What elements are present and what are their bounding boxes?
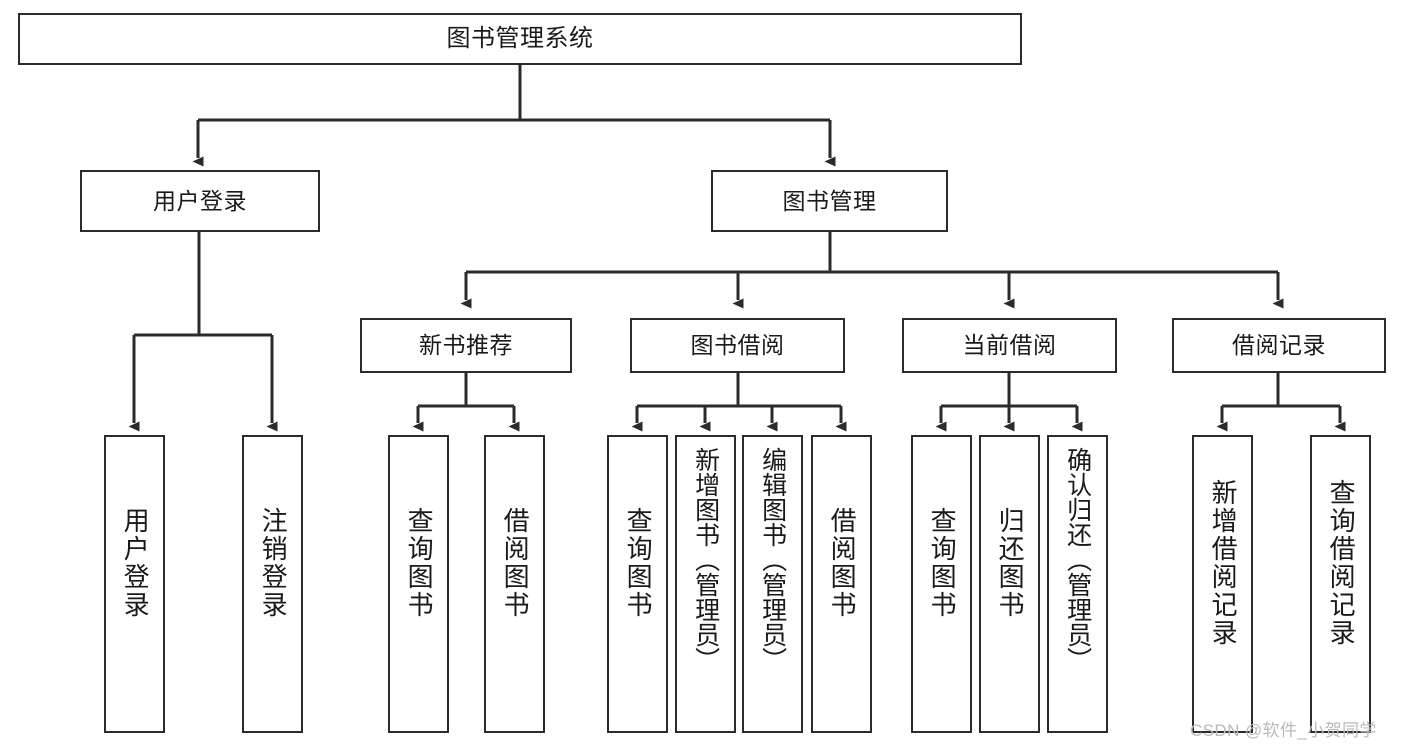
node-leaf-add-book-label: 新增图书（管理员） xyxy=(691,447,720,672)
node-leaf-logout-login-label: 注销登录 xyxy=(258,507,289,619)
node-leaf-query-book-3-label: 查询图书 xyxy=(927,507,958,619)
csdn-watermark: CSDN @软件_小贺同学 xyxy=(1190,721,1377,740)
node-book-management[interactable]: 图书管理 xyxy=(711,170,948,232)
node-leaf-query-book-3[interactable]: 查询图书 xyxy=(911,435,972,733)
node-leaf-edit-book-label: 编辑图书（管理员） xyxy=(758,447,787,672)
node-leaf-return-book-label: 归还图书 xyxy=(995,507,1026,619)
node-leaf-query-record[interactable]: 查询借阅记录 xyxy=(1310,435,1371,733)
node-book-borrow-label: 图书借阅 xyxy=(690,332,785,359)
node-leaf-borrow-book-1[interactable]: 借阅图书 xyxy=(484,435,545,733)
node-leaf-logout-login[interactable]: 注销登录 xyxy=(242,435,303,733)
node-leaf-query-book-2[interactable]: 查询图书 xyxy=(607,435,668,733)
node-leaf-query-book-1-label: 查询图书 xyxy=(404,507,435,619)
node-leaf-query-book-1[interactable]: 查询图书 xyxy=(388,435,449,733)
node-leaf-borrow-book-2[interactable]: 借阅图书 xyxy=(811,435,872,733)
node-current-borrow[interactable]: 当前借阅 xyxy=(902,318,1117,373)
node-book-management-label: 图书管理 xyxy=(782,187,877,214)
node-leaf-borrow-book-1-label: 借阅图书 xyxy=(500,507,531,619)
node-leaf-add-book[interactable]: 新增图书（管理员） xyxy=(675,435,736,733)
node-leaf-query-book-2-label: 查询图书 xyxy=(623,507,654,619)
node-current-borrow-label: 当前借阅 xyxy=(962,332,1057,359)
node-leaf-return-book[interactable]: 归还图书 xyxy=(979,435,1040,733)
node-leaf-query-record-label: 查询借阅记录 xyxy=(1326,479,1357,647)
node-leaf-add-record[interactable]: 新增借阅记录 xyxy=(1192,435,1253,733)
node-borrow-record-label: 借阅记录 xyxy=(1232,332,1326,359)
node-leaf-edit-book[interactable]: 编辑图书（管理员） xyxy=(742,435,803,733)
node-leaf-confirm-return-label: 确认归还（管理员） xyxy=(1063,447,1092,672)
node-root-label: 图书管理系统 xyxy=(446,25,594,53)
node-new-book-recommend[interactable]: 新书推荐 xyxy=(360,318,572,373)
node-user-login-label: 用户登录 xyxy=(153,187,247,214)
node-leaf-user-login[interactable]: 用户登录 xyxy=(104,435,165,733)
node-user-login[interactable]: 用户登录 xyxy=(80,170,320,232)
node-root[interactable]: 图书管理系统 xyxy=(18,13,1022,65)
node-new-book-recommend-label: 新书推荐 xyxy=(419,332,513,359)
node-leaf-borrow-book-2-label: 借阅图书 xyxy=(827,507,858,619)
node-leaf-user-login-label: 用户登录 xyxy=(120,507,151,619)
node-borrow-record[interactable]: 借阅记录 xyxy=(1172,318,1386,373)
node-leaf-confirm-return[interactable]: 确认归还（管理员） xyxy=(1047,435,1108,733)
node-leaf-add-record-label: 新增借阅记录 xyxy=(1208,479,1239,647)
node-book-borrow[interactable]: 图书借阅 xyxy=(630,318,845,373)
